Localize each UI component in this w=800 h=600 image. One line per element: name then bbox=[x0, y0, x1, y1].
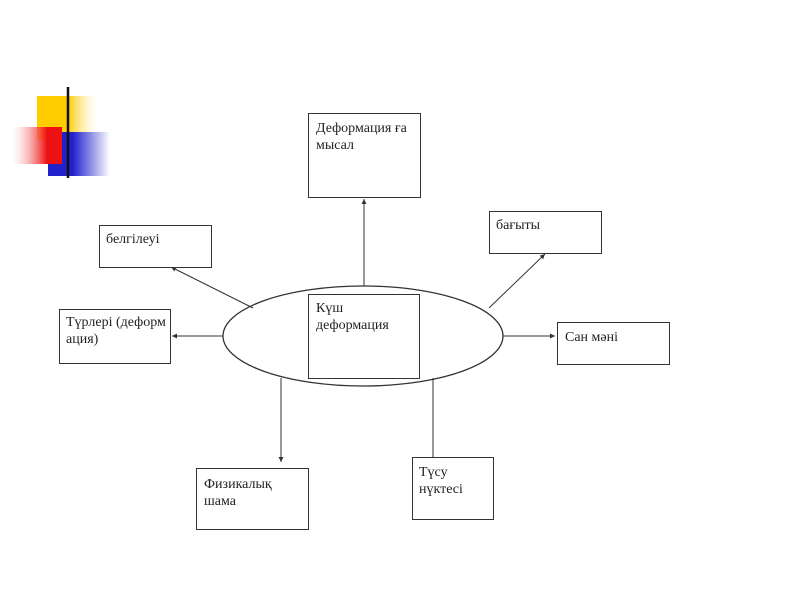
node-left-label: Түрлері (деформация) bbox=[66, 315, 166, 347]
arrow-upper-left bbox=[170, 266, 254, 309]
node-bottom-left-label: Физикалық шама bbox=[204, 477, 272, 509]
node-upper-right-label: бағыты bbox=[496, 218, 541, 233]
node-bottom-left bbox=[196, 468, 309, 530]
arrow-upper-right bbox=[488, 253, 546, 309]
node-upper-left-label: белгілеуі bbox=[106, 232, 160, 247]
decorative-squares bbox=[12, 87, 770, 178]
red-square bbox=[12, 127, 62, 164]
node-bottom-right-label: Түсу нүктесі bbox=[419, 465, 463, 497]
center-label: Күш деформация bbox=[316, 301, 389, 333]
node-top bbox=[308, 113, 421, 198]
node-upper-right bbox=[489, 211, 602, 254]
node-upper-left bbox=[99, 225, 212, 268]
node-left bbox=[59, 309, 171, 364]
node-right bbox=[557, 322, 670, 365]
node-right-label: Сан мәні bbox=[565, 330, 618, 345]
center-box bbox=[308, 294, 420, 379]
node-top-label: Деформация ға мысал bbox=[316, 121, 407, 153]
node-bottom-right bbox=[412, 457, 494, 520]
